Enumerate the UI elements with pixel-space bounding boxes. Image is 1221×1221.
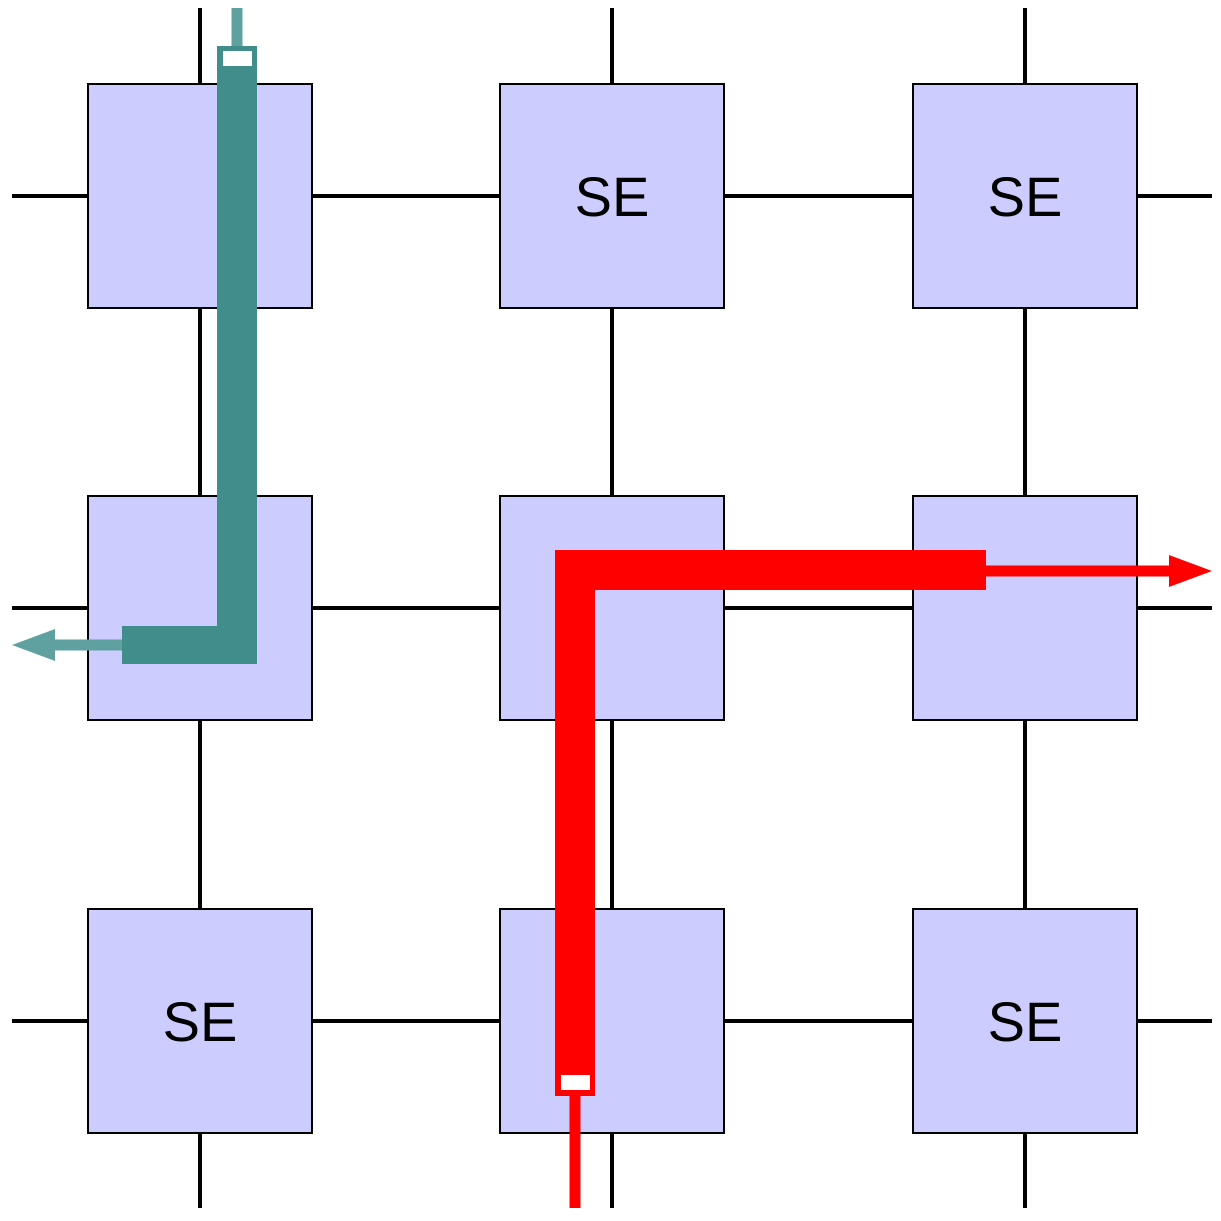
se-box-r0-c2 — [912, 83, 1138, 309]
se-box-r0-c0 — [87, 83, 313, 309]
teal-arrowhead-left — [12, 629, 55, 661]
red-route — [555, 550, 1212, 1208]
se-box-r0-c1 — [499, 83, 725, 309]
red-arrowhead-right — [1169, 555, 1212, 587]
teal-route-horizontal — [122, 626, 257, 664]
teal-route — [12, 8, 257, 664]
se-label-r0-c1: SE — [575, 165, 650, 228]
se-box-r1-c1 — [499, 495, 725, 721]
red-route-horizontal — [555, 550, 986, 590]
red-route-vertical — [555, 550, 595, 1096]
switching-elements: SE SE SE SE — [87, 83, 1138, 1134]
teal-entry-marker — [223, 51, 252, 66]
se-box-r1-c0 — [87, 495, 313, 721]
se-box-r2-c0 — [87, 908, 313, 1134]
teal-route-vertical — [217, 46, 257, 664]
se-box-r1-c2 — [912, 495, 1138, 721]
se-box-r2-c2 — [912, 908, 1138, 1134]
se-label-r2-c0: SE — [163, 990, 238, 1053]
red-entry-marker — [561, 1075, 590, 1090]
se-box-r2-c1 — [499, 908, 725, 1134]
se-label-r2-c2: SE — [988, 990, 1063, 1053]
se-label-r0-c2: SE — [988, 165, 1063, 228]
